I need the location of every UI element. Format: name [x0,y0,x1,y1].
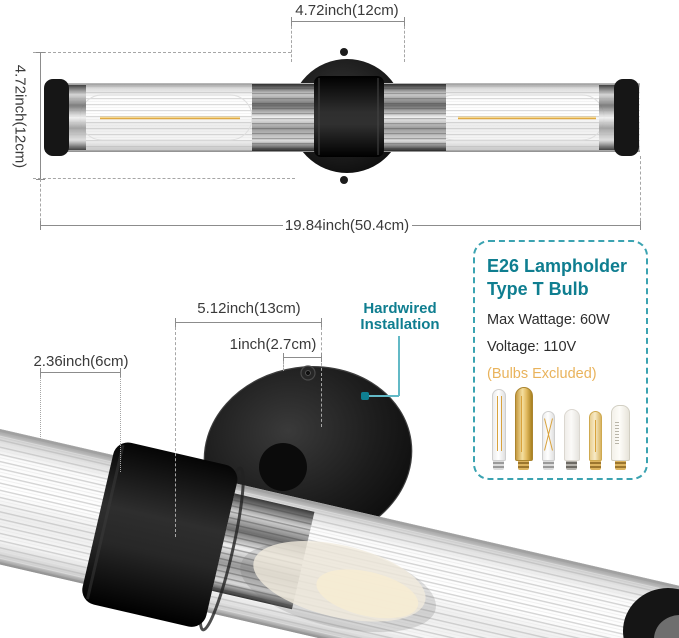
dim-label-canopy-width: 5.12inch(13cm) [197,300,301,317]
t6-amber-bulb-icon [588,411,602,470]
dim-tick [36,52,45,53]
dim-line-fixture-width [412,225,641,226]
dim-extension-line [40,179,41,226]
dim-line-canopy-width [175,322,322,323]
dim-tick [120,368,121,377]
dim-line-backplate-width [291,21,404,22]
hardwired-installation-label: Hardwired Installation [360,300,440,333]
top-screw-nub [340,48,348,56]
dim-extension-line [321,327,322,427]
bulb-info-box: E26 Lampholder Type T Bulb Max Wattage: … [473,240,648,480]
dim-extension-line [33,178,295,179]
dim-tick [321,318,322,327]
dim-label-backplate-width: 4.72inch(12cm) [295,2,399,19]
t10-clear-filament-bulb-icon [491,389,506,470]
t6-clear-filament-bulb-icon [541,411,555,470]
dim-tick [640,221,641,230]
center-band-closeup [82,442,238,627]
dim-tick [283,353,284,362]
t10-amber-glass-bulb-icon [514,387,533,470]
dim-extension-line [404,26,405,62]
dim-label-screw-offset: 1inch(2.7cm) [229,336,317,353]
dim-extension-line [175,327,176,537]
dim-tick [404,17,405,26]
hardwired-leader-line [398,336,400,396]
max-wattage-text: Max Wattage: 60W [487,312,610,328]
center-band [314,76,384,157]
dim-extension-line [283,361,284,371]
right-end-cap [614,79,639,156]
bulb-examples-row [483,387,638,470]
dim-label-fixture-height: 4.72inch(12cm) [11,64,29,169]
dim-extension-line [291,26,292,62]
dim-tick [175,318,176,327]
dim-extension-line [640,156,641,226]
t8-clear-bulb-icon [610,405,630,470]
left-end-cap [44,79,69,156]
dim-tick [40,368,41,377]
dim-extension-line [120,377,121,472]
vanity-light-front-view [44,48,640,184]
dim-tick [40,221,41,230]
t6-frosted-bulb-icon [563,409,580,470]
dim-extension-line [40,377,41,439]
voltage-text: Voltage: 110V [487,339,577,355]
dim-line-screw-offset [283,357,322,358]
bulbs-excluded-note: (Bulbs Excluded) [487,366,597,382]
mounting-hub [259,443,307,491]
vanity-light-closeup-view [0,365,679,638]
dim-tick [321,353,322,362]
dim-label-tube-diameter: 2.36inch(6cm) [33,353,129,370]
hardwired-leader-line [366,395,399,397]
dim-label-fixture-width: 19.84inch(50.4cm) [284,217,410,234]
far-end-cap [623,588,679,638]
dim-tick [291,17,292,26]
dim-extension-line [33,52,291,53]
info-box-title: E26 Lampholder Type T Bulb [487,256,628,299]
dim-line-fixture-height [40,52,41,179]
dim-line-fixture-width [40,225,283,226]
bottom-screw-nub [340,176,348,184]
dim-line-tube-diameter [40,372,121,373]
hardwired-anchor-dot [361,392,369,400]
